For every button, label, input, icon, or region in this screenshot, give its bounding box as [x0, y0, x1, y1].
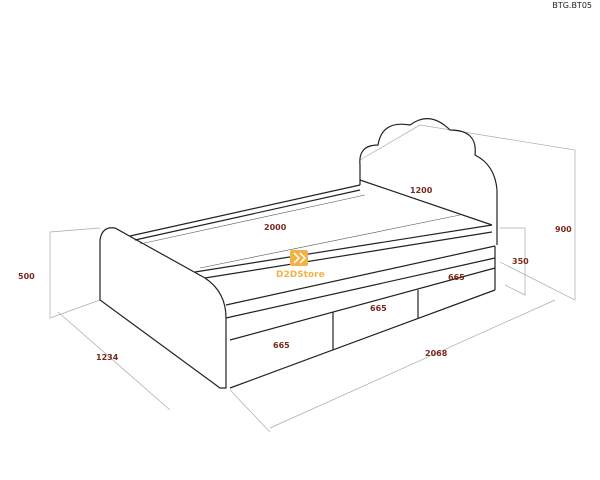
- dim-length-total: 2068: [425, 349, 448, 358]
- model-code: BTG.BT05: [552, 1, 592, 10]
- headboard: [359, 118, 498, 245]
- dim-width-total: 1234: [96, 353, 119, 362]
- dim-drawer-height: 350: [512, 257, 529, 266]
- dim-drawer-left: 665: [273, 341, 290, 350]
- mattress-lines: [139, 194, 461, 269]
- footboard: [99, 227, 227, 389]
- dim-mattress-width: 1200: [410, 186, 433, 195]
- dimension-lines: [49, 124, 576, 433]
- bed-outline: [99, 118, 498, 389]
- dim-footboard-height: 500: [18, 272, 35, 281]
- svg-text:D2DStore: D2DStore: [276, 270, 325, 280]
- watermark-logo: D2DStore: [276, 250, 325, 280]
- dim-drawer-right: 665: [448, 273, 465, 282]
- dim-mattress-length: 2000: [264, 223, 287, 232]
- dim-drawer-middle: 665: [370, 304, 387, 313]
- dim-headboard-height: 900: [555, 225, 572, 234]
